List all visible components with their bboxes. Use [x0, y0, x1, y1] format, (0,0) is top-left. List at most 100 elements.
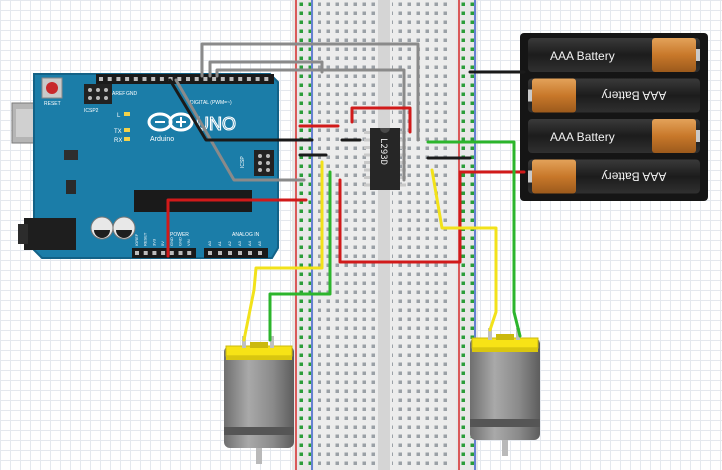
- power-pin: [178, 251, 183, 255]
- battery-cell: AAA Battery: [528, 159, 700, 194]
- wire-red-battery: [338, 170, 526, 264]
- digital-pin: [212, 77, 217, 81]
- digital-pin: [142, 77, 147, 81]
- led-label-rx: RX: [114, 138, 122, 144]
- motor-left-terminal-2: [270, 336, 274, 348]
- power-pin: [135, 251, 139, 255]
- led-label-tx: TX: [114, 129, 122, 135]
- digital-pin: [99, 77, 103, 81]
- gnd-label: GND: [126, 91, 138, 97]
- digital-pin: [107, 77, 112, 81]
- power-pin-label: 5V: [160, 241, 165, 246]
- digital-pin: [133, 77, 138, 81]
- battery-cell-copper: [532, 78, 576, 113]
- analog-pin-label: A1: [217, 240, 222, 246]
- power-jack: [24, 218, 76, 250]
- digital-pin: [246, 77, 251, 81]
- led-label-l: L: [117, 113, 121, 119]
- digital-pin: [264, 77, 269, 81]
- ic-pin-right: [399, 183, 406, 187]
- battery-label: AAA Battery: [602, 170, 667, 184]
- analog-pin-label: A3: [237, 240, 242, 246]
- motor-left-body: [224, 346, 294, 448]
- digital-pin: [151, 77, 156, 81]
- digital-pin: [116, 77, 121, 81]
- battery-cell: AAA Battery: [528, 78, 700, 113]
- digital-pin: [125, 77, 130, 81]
- motor-left-band: [224, 427, 294, 435]
- battery-label: AAA Battery: [550, 49, 615, 63]
- icsp2-header: [84, 84, 112, 104]
- icsp-label: ICSP: [240, 156, 246, 168]
- analog-header: [204, 248, 268, 258]
- battery-cell: AAA Battery: [528, 119, 700, 153]
- power-pin-label: GND: [169, 237, 174, 246]
- power-pin-label: RESET: [143, 232, 148, 246]
- wire-red-5v: [166, 198, 308, 258]
- digital-label: DIGITAL (PWM=~): [190, 100, 232, 106]
- power-pin-label: IOREF: [134, 233, 139, 246]
- digital-pin: [238, 77, 243, 81]
- wire-gray-4: [174, 78, 306, 182]
- power-pin: [143, 251, 148, 255]
- ic-pin-left: [364, 131, 371, 134]
- digital-pin: [203, 77, 208, 81]
- power-pin-label: VIN: [186, 239, 191, 246]
- digital-pin: [194, 77, 199, 81]
- ic-pin-left: [364, 146, 371, 149]
- analog-pin-label: A0: [207, 240, 212, 246]
- power-label: POWER: [170, 232, 189, 238]
- wire-black-1: [168, 78, 314, 142]
- center-channel: [378, 0, 390, 470]
- wire-yellow-right-motor: [430, 168, 498, 332]
- bottom-header-pins: [135, 251, 262, 255]
- power-jack-tip: [18, 224, 28, 244]
- reset-button-cap[interactable]: [46, 82, 58, 94]
- digital-pin: [255, 77, 260, 81]
- left-rail-holes: [298, 0, 311, 470]
- analog-pin: [248, 251, 252, 255]
- analog-pin-label: A2: [227, 240, 232, 246]
- motor-right-top: [496, 334, 514, 340]
- wire-green-left-motor: [268, 170, 332, 342]
- digital-header-pins: [99, 77, 269, 81]
- power-pin: [152, 251, 157, 255]
- motor-right-body: [470, 338, 540, 440]
- battery-cell-copper: [652, 119, 696, 153]
- power-pin-label: 3V3: [151, 238, 156, 246]
- arduino-logo: [147, 112, 194, 132]
- aref-label: AREF: [112, 91, 125, 97]
- left-terminal-strip: [318, 0, 376, 470]
- wire-gray-1: [200, 42, 420, 142]
- analog-pin: [228, 251, 232, 255]
- analog-pin: [258, 251, 262, 255]
- battery-cell: AAA Battery: [528, 38, 700, 72]
- reset-label: RESET: [44, 101, 61, 107]
- wires: [166, 42, 526, 342]
- battery-cell-copper: [652, 38, 696, 72]
- ic-pin-left: [364, 161, 371, 164]
- motor-left-shaft: [256, 448, 262, 464]
- battery-cell-nub: [528, 170, 532, 183]
- wire-gray-2: [208, 60, 324, 78]
- motor-left-terminal-1: [242, 336, 246, 348]
- l293d-body: [370, 128, 400, 190]
- analog-pin-label: A4: [247, 240, 252, 246]
- digital-pin: [220, 77, 225, 81]
- ic-pin-left: [364, 176, 371, 179]
- analog-label: ANALOG IN: [232, 232, 260, 238]
- l293d-label: L293D: [378, 138, 388, 165]
- power-pin: [169, 251, 174, 255]
- digital-pin: [177, 77, 182, 81]
- ic-pin-left: [364, 168, 371, 172]
- power-pin-label: GND: [178, 237, 183, 246]
- battery-cell-nub: [696, 49, 700, 61]
- ic-pin-left: [364, 153, 371, 157]
- motor-right: [470, 328, 540, 456]
- digital-pin: [186, 77, 190, 81]
- icsp-header: [254, 150, 274, 176]
- battery-label: AAA Battery: [602, 89, 667, 103]
